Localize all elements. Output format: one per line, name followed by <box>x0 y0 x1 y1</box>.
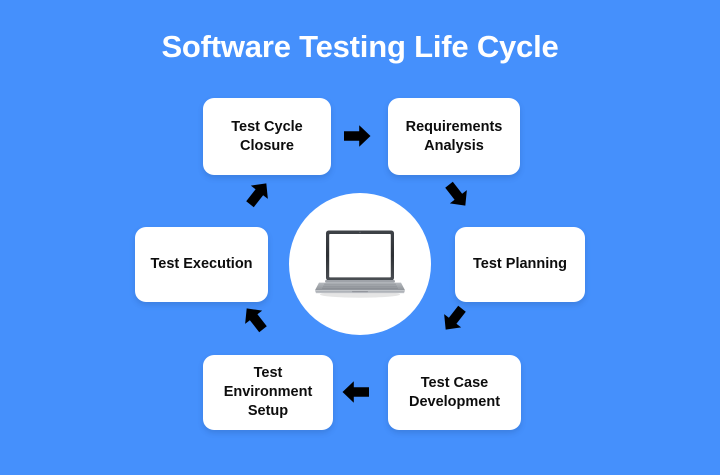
stage-label-test-planning: Test Planning <box>473 256 567 272</box>
arrow-up-right-icon <box>246 183 268 208</box>
arrow-up-left-icon <box>245 308 267 333</box>
stage-box-test-environment-setup[interactable]: Test Environment Setup <box>203 355 333 430</box>
arrow-down-right-icon <box>445 181 467 206</box>
arrow-right-icon <box>344 125 371 147</box>
stage-label-test-execution: Test Execution <box>150 256 253 272</box>
stage-label-test-environment-setup: Test Environment Setup <box>223 365 313 419</box>
page-title: Software Testing Life Cycle <box>161 29 559 64</box>
laptop-icon <box>315 230 405 298</box>
stage-label-requirements-analysis: Requirements Analysis <box>405 118 503 154</box>
stage-box-test-cycle-closure[interactable]: Test Cycle Closure <box>203 98 331 175</box>
arrow-down-left-icon <box>444 305 466 330</box>
stage-label-test-case-development: Test Case Development <box>408 374 501 410</box>
stage-box-test-execution[interactable]: Test Execution <box>135 227 268 302</box>
stage-box-test-planning[interactable]: Test Planning <box>455 227 585 302</box>
stage-box-test-case-development[interactable]: Test Case Development <box>388 355 521 430</box>
stage-label-test-cycle-closure: Test Cycle Closure <box>231 118 303 154</box>
arrow-left-icon <box>342 381 369 403</box>
stage-box-requirements-analysis[interactable]: Requirements Analysis <box>388 98 520 175</box>
